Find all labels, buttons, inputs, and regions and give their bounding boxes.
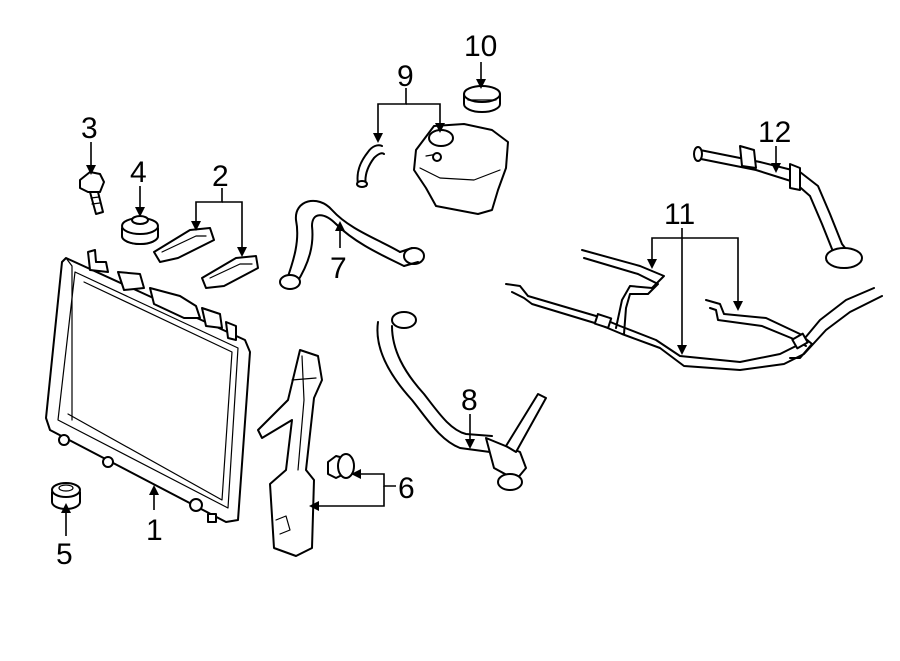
callout-9: 9 [397, 60, 414, 93]
callout-1: 1 [146, 514, 163, 547]
lower-insulator-part [51, 482, 81, 510]
callout-2: 2 [212, 160, 229, 193]
coolant-reservoir-part [413, 123, 509, 215]
callout-4: 4 [130, 156, 147, 189]
lower-radiator-hose-part [376, 311, 547, 491]
bolt-part [79, 171, 105, 215]
callout-12: 12 [758, 116, 791, 149]
callout-7: 7 [330, 252, 347, 285]
callout-3: 3 [81, 112, 98, 145]
upper-mount-bracket-part-2 [201, 255, 259, 289]
air-deflector-part [257, 349, 323, 557]
upper-mount-bracket-part [153, 227, 215, 263]
reservoir-hose-part [356, 144, 385, 188]
heater-hoses-part [505, 249, 883, 371]
upper-radiator-hose-part [279, 200, 425, 290]
callout-6: 6 [398, 472, 415, 505]
callout-labels: 1 2 3 4 5 6 7 8 9 10 11 12 [56, 30, 791, 571]
leader-lines [61, 62, 781, 536]
heater-pipe-part [693, 145, 863, 269]
callout-11: 11 [664, 198, 695, 231]
push-clip-part [327, 453, 355, 479]
callout-10: 10 [464, 30, 497, 63]
radiator-part [45, 249, 251, 523]
callout-8: 8 [461, 384, 478, 417]
callout-5: 5 [56, 538, 73, 571]
reservoir-cap-part [463, 85, 501, 113]
upper-insulator-part [121, 215, 159, 245]
